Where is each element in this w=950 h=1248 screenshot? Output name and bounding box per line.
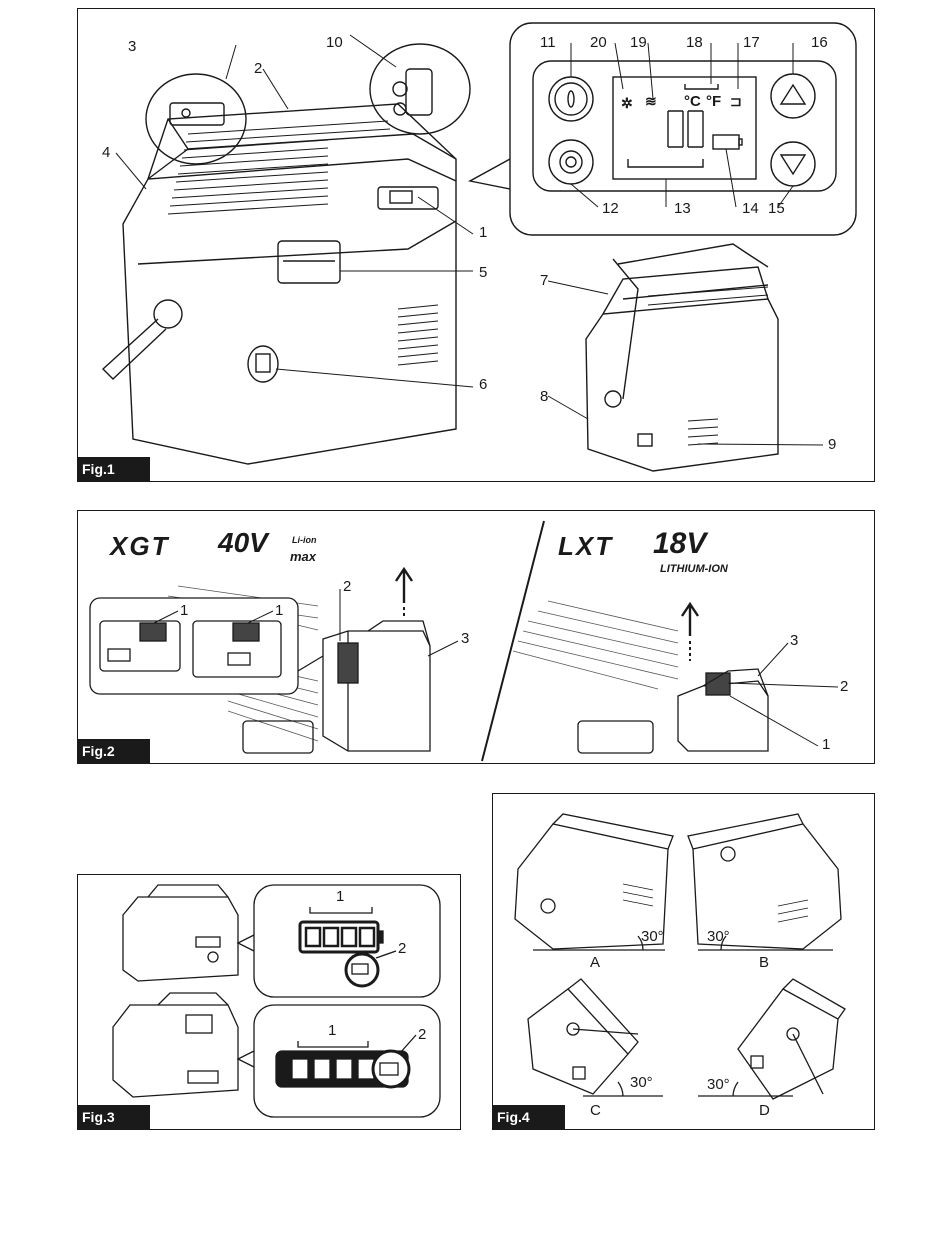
angle-label-d: 30° bbox=[707, 1076, 730, 1093]
figure-3: 1 2 1 2 Fig.3 bbox=[77, 874, 461, 1130]
callout-3: 3 bbox=[128, 39, 136, 55]
callout-5: 5 bbox=[479, 265, 487, 281]
callout-13: 13 bbox=[674, 201, 691, 217]
callout-20: 20 bbox=[590, 35, 607, 51]
callout-7: 7 bbox=[540, 273, 548, 289]
callout-19: 19 bbox=[630, 35, 647, 51]
callout-10: 10 bbox=[326, 35, 343, 51]
callout-15: 15 bbox=[768, 201, 785, 217]
angle-label-c: 30° bbox=[630, 1074, 653, 1091]
figure-4-label: Fig.4 bbox=[493, 1105, 565, 1129]
18v-logo: 18V bbox=[653, 527, 706, 561]
callout-2-right: 2 bbox=[840, 679, 848, 695]
cooling-icon: ✲ bbox=[621, 95, 633, 112]
callout-9: 9 bbox=[828, 437, 836, 453]
callout-1-inset-b: 1 bbox=[275, 603, 283, 619]
callout-18: 18 bbox=[686, 35, 703, 51]
figure-1-illustration bbox=[78, 9, 874, 481]
callout-1: 1 bbox=[479, 225, 487, 241]
callout-17: 17 bbox=[743, 35, 760, 51]
figure-1: 3 2 10 4 1 5 6 11 20 19 18 17 16 12 13 1… bbox=[77, 8, 875, 482]
position-label-b: B bbox=[759, 954, 769, 971]
callout-4: 4 bbox=[102, 145, 110, 161]
position-label-a: A bbox=[590, 954, 600, 971]
xgt-logo: XGT bbox=[110, 531, 169, 562]
callout-1-bottom: 1 bbox=[328, 1023, 336, 1039]
cooler-body bbox=[123, 159, 456, 464]
callout-1-top: 1 bbox=[336, 889, 344, 905]
figure-3-illustration bbox=[78, 875, 460, 1129]
callout-2-top: 2 bbox=[398, 941, 406, 957]
40v-li-ion-tag: Li-ion bbox=[292, 535, 317, 545]
callout-3-right: 3 bbox=[790, 633, 798, 649]
40v-max-sub: max bbox=[290, 549, 316, 564]
callout-11: 11 bbox=[540, 35, 556, 51]
lithium-ion-tag: LITHIUM-ION bbox=[660, 563, 728, 575]
figure-2-label: Fig.2 bbox=[78, 739, 150, 763]
figure-2: XGT 40V max Li-ion LXT 18V LITHIUM-ION 1… bbox=[77, 510, 875, 764]
position-label-d: D bbox=[759, 1102, 770, 1119]
figure-1-label: Fig.1 bbox=[78, 457, 150, 481]
callout-1-inset-a: 1 bbox=[180, 603, 188, 619]
callout-1-right: 1 bbox=[822, 737, 830, 753]
callout-12: 12 bbox=[602, 201, 619, 217]
40v-max-logo: 40V bbox=[218, 527, 268, 559]
callout-6: 6 bbox=[479, 377, 487, 393]
lxt-logo: LXT bbox=[558, 531, 613, 562]
callout-8: 8 bbox=[540, 389, 548, 405]
callout-2-left: 2 bbox=[343, 579, 351, 595]
figure-3-label: Fig.3 bbox=[78, 1105, 150, 1129]
heating-icon: ≋ bbox=[645, 93, 657, 110]
angle-label-a: 30° bbox=[641, 928, 664, 945]
plug-icon: ⊐ bbox=[730, 93, 742, 110]
figure-4: 30° 30° 30° 30° A B C D Fig.4 bbox=[492, 793, 875, 1130]
callout-3-left: 3 bbox=[461, 631, 469, 647]
callout-14: 14 bbox=[742, 201, 759, 217]
callout-16: 16 bbox=[811, 35, 828, 51]
figure-4-illustration bbox=[493, 794, 874, 1129]
lcd-celsius-unit: °C bbox=[684, 93, 701, 110]
position-label-c: C bbox=[590, 1102, 601, 1119]
lcd-fahrenheit-unit: °F bbox=[706, 93, 721, 110]
figure-2-illustration bbox=[78, 511, 874, 763]
callout-2-bottom: 2 bbox=[418, 1027, 426, 1043]
angle-label-b: 30° bbox=[707, 928, 730, 945]
callout-2: 2 bbox=[254, 61, 262, 77]
